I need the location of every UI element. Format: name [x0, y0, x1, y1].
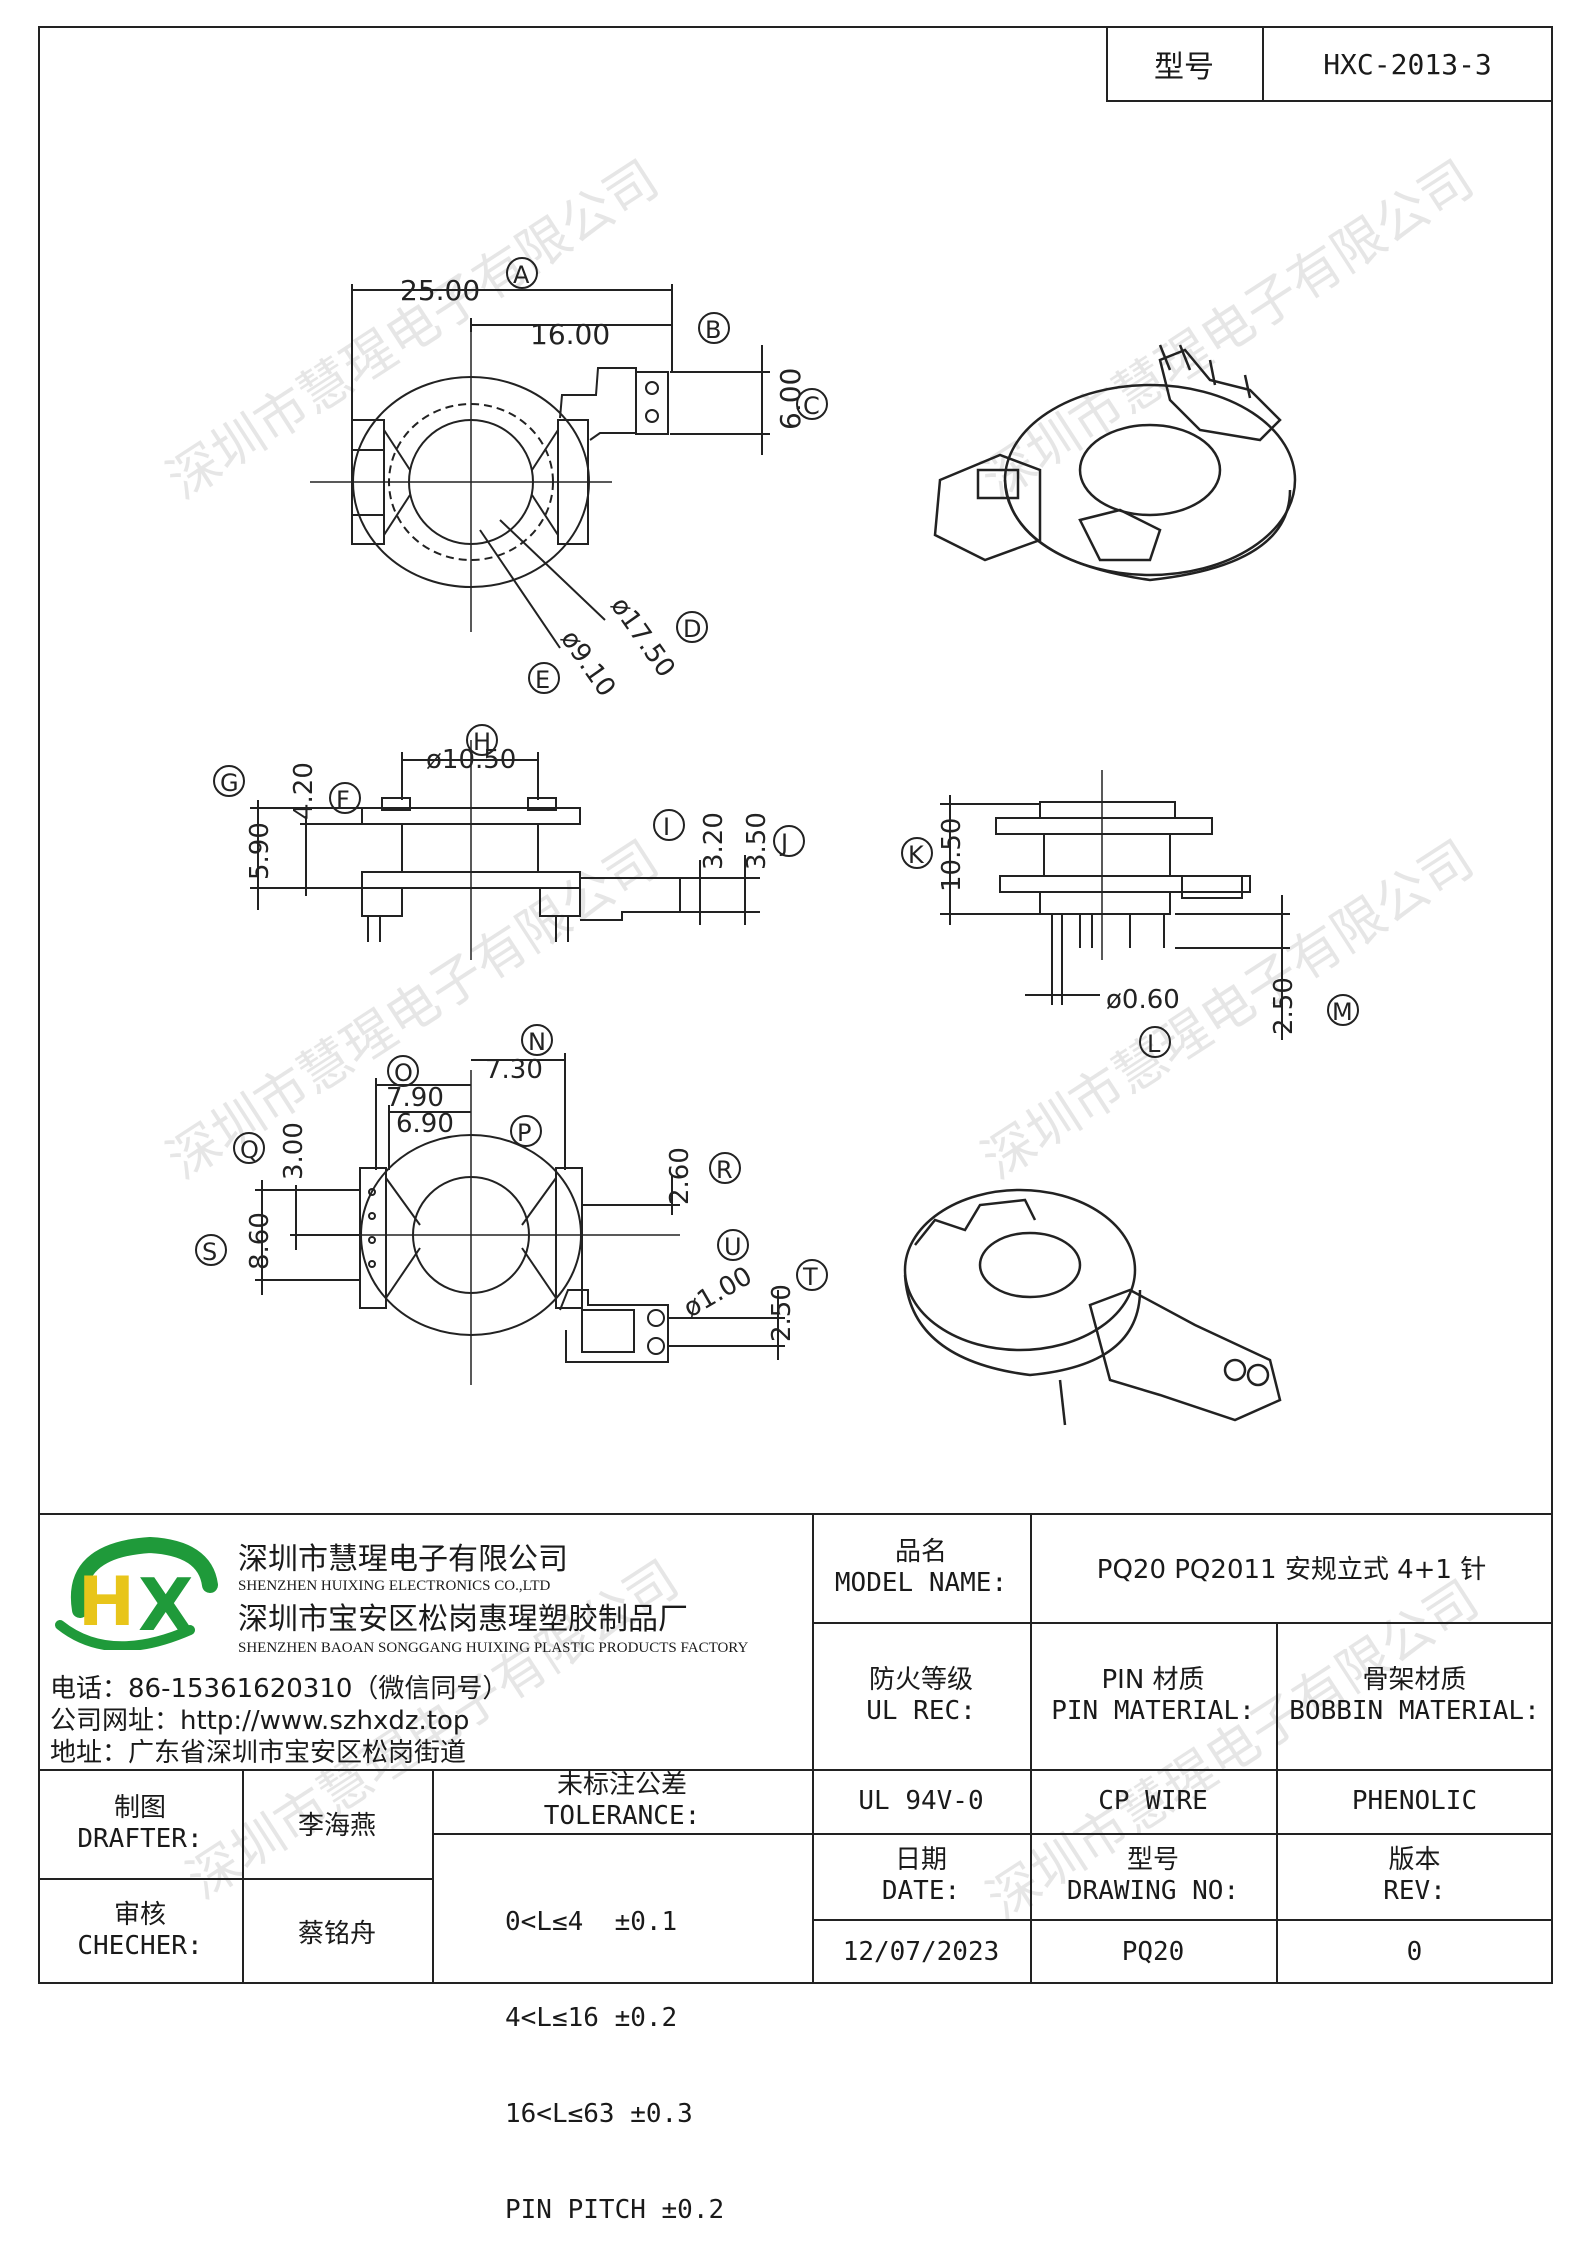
marker-h: H [473, 728, 491, 756]
drawing-frame [38, 26, 1553, 1984]
date-label: 日期 DATE: [881, 1845, 961, 1906]
factory-name-en: SHENZHEN BAOAN SONGGANG HUIXING PLASTIC … [238, 1640, 749, 1656]
tolerance-line: PIN PITCH ±0.2 [505, 2195, 725, 2225]
dim-a-value: 25.00 [400, 274, 480, 307]
marker-d: D [683, 615, 701, 643]
header-model-label: 型号 [1154, 50, 1214, 85]
iso-view-bottom [903, 1188, 1282, 1426]
side-view-left [250, 740, 760, 960]
dim-u-value: ø1.00 [679, 1261, 758, 1324]
company-website: 公司网址：http://www.szhxdz.top [50, 1706, 470, 1736]
drafter-name: 李海燕 [297, 1811, 376, 1841]
top-view [310, 284, 770, 649]
rev-label: 版本 REV: [1383, 1845, 1446, 1906]
dim-r-value: 2.60 [665, 1147, 695, 1205]
dim-i-value: 3.20 [699, 812, 729, 870]
marker-k: K [908, 841, 925, 869]
ul-rec-value: UL 94V-0 [858, 1786, 984, 1816]
marker-u: U [724, 1233, 742, 1261]
dim-m-value: 2.50 [1269, 977, 1299, 1035]
marker-o: O [394, 1059, 413, 1087]
tolerance-label: 未标注公差 TOLERANCE: [543, 1770, 701, 1831]
marker-l: L [1147, 1030, 1161, 1058]
marker-i: I [663, 813, 670, 841]
dim-c-value: 6.00 [774, 368, 807, 430]
bobbin-material-value: PHENOLIC [1351, 1786, 1478, 1816]
bottom-view [255, 1053, 785, 1385]
dim-o-value: 7.90 [386, 1083, 444, 1113]
factory-name-cn: 深圳市宝安区松岗惠瑆塑胶制品厂 [238, 1602, 688, 1637]
marker-t: T [802, 1263, 818, 1291]
marker-n: N [528, 1028, 546, 1056]
marker-r: R [716, 1156, 733, 1184]
company-address: 地址：广东省深圳市宝安区松岗街道 [50, 1738, 467, 1768]
header-model-box [1106, 26, 1553, 102]
dimension-letter-markers: A B C D E F G H I J K L M N O P Q R S T … [195, 257, 1359, 1291]
drawing-no-value: PQ20 [1121, 1936, 1185, 1967]
dim-b-value: 16.00 [530, 318, 610, 351]
checker-label: 审核 CHECHER: [77, 1900, 203, 1961]
drawing-no-label: 型号 DRAWING NO: [1066, 1845, 1240, 1906]
dim-t-value: 2.50 [767, 1284, 797, 1342]
tolerance-line: 0<L≤4 ±0.1 [505, 1907, 678, 1937]
tolerance-line: 16<L≤63 ±0.3 [505, 2099, 693, 2129]
dim-g-value: 5.90 [245, 822, 275, 880]
checker-name: 蔡铭舟 [297, 1918, 376, 1949]
marker-f: F [336, 786, 350, 814]
marker-p: P [517, 1119, 531, 1147]
pin-material-label: PIN 材质 PIN MATERIAL: [1051, 1664, 1255, 1726]
marker-j: J [779, 829, 788, 857]
model-name-label: 品名 MODEL NAME: [834, 1536, 1008, 1598]
dim-k-value: 10.50 [937, 818, 967, 892]
pin-material-value: CP WIRE [1098, 1786, 1208, 1816]
header-model-value: HXC-2013-3 [1323, 47, 1492, 81]
date-value: 12/07/2023 [842, 1936, 1000, 1967]
iso-view-top [933, 344, 1297, 582]
tolerance-line: 4<L≤16 ±0.2 [505, 2003, 678, 2033]
dim-n-value: 7.30 [485, 1055, 543, 1085]
company-phone: 电话：86-15361620310（微信同号） [50, 1674, 509, 1704]
marker-s: S [202, 1238, 217, 1266]
marker-q: Q [240, 1136, 259, 1164]
dim-p-value: 6.90 [396, 1109, 454, 1139]
dim-e-value: ø9.10 [554, 625, 621, 703]
logo-h: H [78, 1563, 135, 1642]
technical-drawing: 25.00 16.00 6.00 ø17.50 ø9.10 ø10.50 5.9… [195, 257, 1359, 1426]
logo-x: X [138, 1563, 194, 1647]
dim-f-value: 4.20 [289, 762, 319, 820]
marker-a: A [513, 261, 530, 289]
ul-rec-label: 防火等级 UL REC: [866, 1664, 976, 1726]
company-name-cn: 深圳市慧瑆电子有限公司 [238, 1542, 568, 1577]
bobbin-material-label: 骨架材质 BOBBIN MATERIAL: [1289, 1664, 1540, 1726]
marker-e: E [535, 666, 550, 694]
dim-l-value: ø0.60 [1106, 985, 1180, 1015]
marker-b: B [705, 316, 721, 344]
model-name-value: PQ20 PQ2011 安规立式 4+1 针 [1096, 1555, 1487, 1585]
tolerance-list: 0<L≤4 ±0.1 4<L≤16 ±0.2 16<L≤63 ±0.3 PIN … [505, 1842, 724, 2258]
drafter-label: 制图 DRAFTER: [77, 1792, 203, 1854]
side-view-right [940, 770, 1290, 1040]
rev-value: 0 [1406, 1936, 1423, 1967]
company-logo: H X [55, 1536, 218, 1650]
dim-d-value: ø17.50 [604, 592, 680, 683]
company-name-en: SHENZHEN HUIXING ELECTRONICS CO.,LTD [238, 1578, 551, 1594]
marker-g: G [220, 769, 239, 797]
marker-m: M [1332, 998, 1353, 1026]
dim-q-value: 3.00 [279, 1122, 309, 1180]
marker-c: C [803, 392, 820, 420]
dim-j-value: 3.50 [742, 812, 772, 870]
dim-s-value: 8.60 [245, 1212, 275, 1270]
